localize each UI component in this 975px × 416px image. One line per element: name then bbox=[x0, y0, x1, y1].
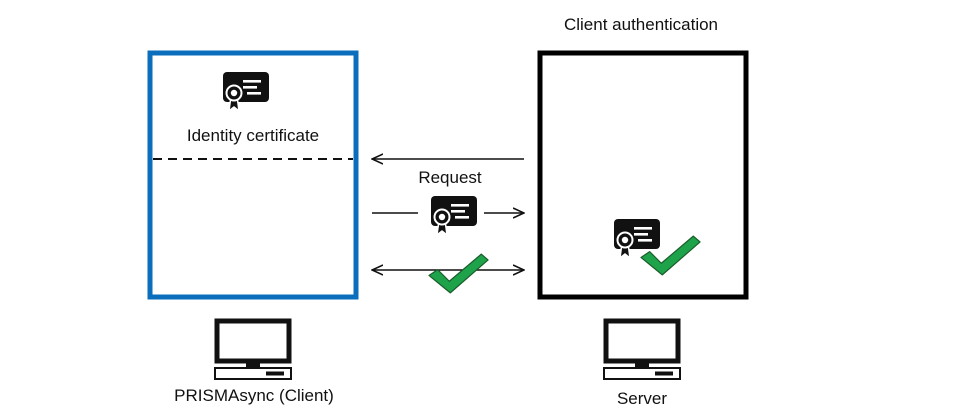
checkmark-icon bbox=[428, 253, 489, 294]
request-label: Request bbox=[418, 168, 482, 187]
diagram-title: Client authentication bbox=[564, 15, 718, 34]
computer-icon bbox=[215, 321, 291, 379]
computer-icon bbox=[604, 321, 680, 379]
certificate-icon bbox=[431, 196, 477, 236]
certificate-icon bbox=[614, 219, 660, 259]
client-computer: PRISMAsync (Client) bbox=[174, 321, 334, 405]
client-panel: Identity certificate bbox=[147, 50, 359, 300]
client-box bbox=[147, 50, 359, 300]
server-caption: Server bbox=[617, 389, 667, 408]
server-box bbox=[537, 50, 749, 300]
server-computer: Server bbox=[604, 321, 680, 408]
server-panel bbox=[537, 50, 749, 300]
client-caption: PRISMAsync (Client) bbox=[174, 386, 334, 405]
identity-certificate-label: Identity certificate bbox=[187, 126, 319, 145]
message-flows: Request bbox=[372, 159, 524, 294]
certificate-icon bbox=[223, 72, 269, 112]
